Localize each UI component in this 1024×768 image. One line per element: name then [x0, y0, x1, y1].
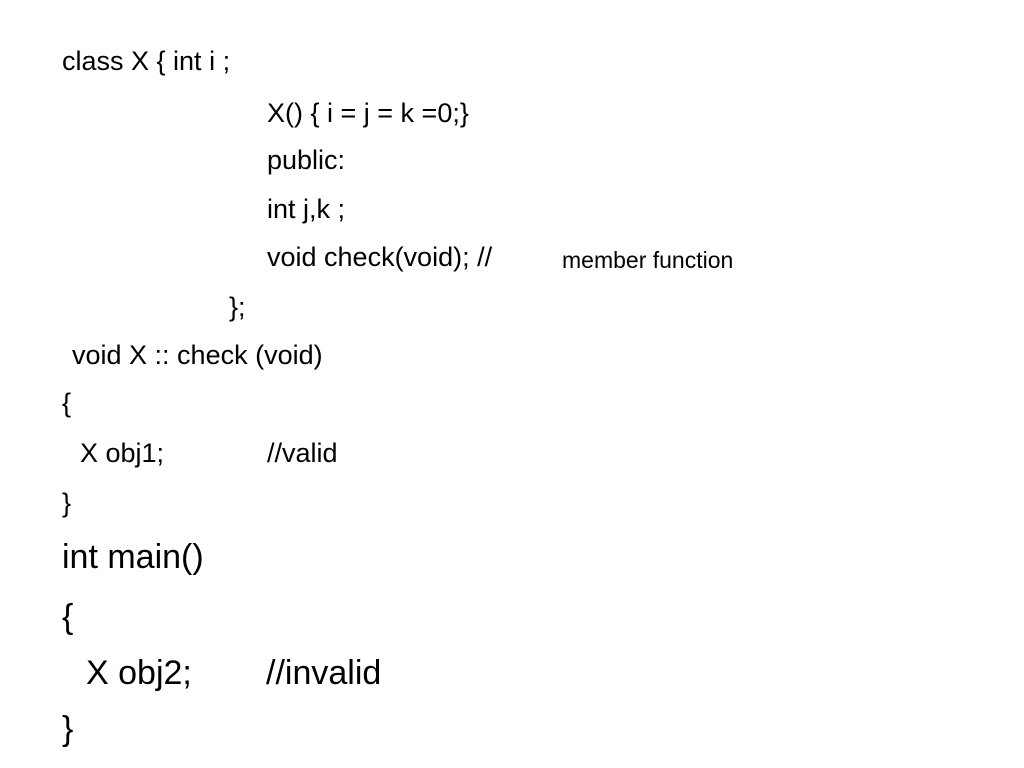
- obj1-code: X obj1;: [80, 438, 165, 468]
- obj2-code: X obj2;: [86, 654, 192, 692]
- close-brace-check: }: [62, 488, 72, 518]
- obj2-comment: //invalid: [266, 654, 382, 692]
- main-declaration-line: int main(): [62, 538, 204, 576]
- constructor-line: X() { i = j = k =0;}: [267, 98, 469, 128]
- open-brace-main: {: [62, 598, 74, 636]
- close-brace-main: }: [62, 710, 74, 748]
- check-declaration-comment: member function: [562, 247, 734, 273]
- obj1-line: X obj1; //valid: [80, 440, 400, 474]
- open-brace-check: {: [62, 388, 72, 418]
- obj2-line: X obj2; //invalid: [86, 656, 446, 696]
- check-declaration-line: void check(void); // member function: [267, 244, 787, 278]
- public-specifier-line: public:: [267, 145, 346, 175]
- class-close-line: };: [229, 292, 246, 322]
- member-variables-line: int j,k ;: [267, 194, 346, 224]
- check-declaration-code: void check(void); //: [267, 242, 493, 272]
- class-declaration-line: class X { int i ;: [62, 46, 231, 76]
- obj1-comment: //valid: [267, 438, 338, 468]
- check-definition-line: void X :: check (void): [72, 340, 323, 370]
